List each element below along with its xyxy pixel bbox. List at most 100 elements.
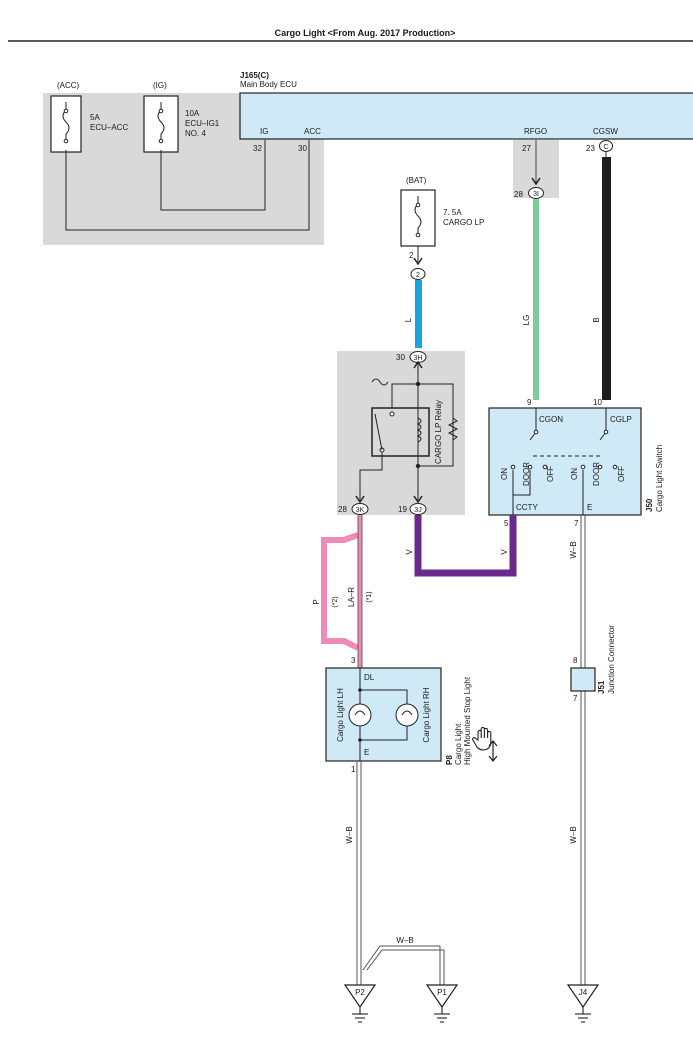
wire-wb1-label: W–B (345, 826, 354, 843)
wire-lg-label: LG (522, 315, 531, 326)
conn-3i-pin: 28 (514, 190, 523, 199)
wire-p-label: P (312, 599, 321, 604)
ground-p1-triangle (425, 984, 459, 1009)
switch-off2: OFF (617, 466, 626, 482)
fuse-bat-rating: 7. 5A (443, 208, 462, 217)
light-lh: Cargo Light LH (336, 688, 345, 742)
wire-p-note: (*2) (332, 596, 339, 607)
switch-ccty: CCTY (516, 503, 538, 512)
wire-lg (533, 199, 539, 400)
connector-3i-label: 3I (533, 191, 539, 198)
wire-b-label: B (592, 317, 601, 322)
ground-p1: P1 (437, 988, 447, 997)
wire-ig-to-ecu (160, 140, 266, 211)
light-e: E (364, 748, 369, 757)
switch-name: Cargo Light Switch (655, 445, 664, 512)
wire-lar-note: (*1) (366, 591, 373, 602)
switch-pin5: 5 (504, 519, 509, 528)
connector-3h-label: 3H (414, 355, 423, 362)
cargo-light-switch (488, 407, 642, 516)
connector-3j (409, 503, 427, 515)
ecu-code: J165(C) (240, 71, 269, 80)
switch-cglp: CGLP (610, 415, 632, 424)
wire-wb3-label: W–B (569, 541, 578, 558)
wire-b (602, 157, 611, 400)
ground-icon (434, 1007, 450, 1023)
relay-coil-icon (416, 417, 422, 443)
light-dl: DL (364, 673, 375, 682)
ecu-pin-ig-label: IG (260, 127, 268, 136)
fuse-acc-rating: 5A (90, 113, 100, 122)
fuse-bat-pin: 2 (409, 251, 414, 260)
relay-name: CARGO LP Relay (434, 400, 443, 464)
ecu-pin-ig-num: 32 (253, 144, 262, 153)
wire-l-label: L (404, 317, 413, 322)
connector-3j-label: 3J (414, 507, 421, 514)
ecu-name: Main Body ECU (240, 80, 297, 89)
switch-pin7: 7 (574, 519, 579, 528)
wire-acc-to-ecu (65, 140, 310, 231)
ground-j4: J4 (579, 988, 588, 997)
switch-pin10: 10 (593, 398, 602, 407)
fuse-bat-source: (BAT) (406, 176, 427, 185)
fuse-icon (62, 102, 70, 142)
ecu-connector-c-label: C (603, 144, 608, 151)
connector-3i (528, 187, 544, 199)
fuse-acc-name: ECU–ACC (90, 123, 128, 132)
resistor-icon (447, 417, 459, 441)
ground-icon (352, 1007, 368, 1023)
ecu-pin-cgsw-num: 23 (586, 144, 595, 153)
bulb-icon (348, 703, 372, 727)
switch-code: J50 (645, 498, 654, 512)
fuse-icon (414, 196, 422, 236)
switch-off1: OFF (546, 466, 555, 482)
fuse-acc-source: (ACC) (57, 81, 80, 90)
ground-p2: P2 (355, 988, 365, 997)
switch-e: E (587, 503, 592, 512)
junction-pin7: 7 (573, 694, 578, 703)
connector-3k (351, 503, 369, 515)
conn-3k-pin: 28 (338, 505, 347, 514)
connector-2 (410, 268, 426, 280)
fuse-ig-name2: NO. 4 (185, 129, 206, 138)
ground-j4-triangle (566, 984, 600, 1009)
junction-code: J51 (597, 680, 606, 694)
junction-name: Junction Connector (607, 625, 616, 694)
relay-icon (371, 378, 389, 386)
switch-on2: ON (570, 468, 579, 480)
conn-3h-pin: 30 (396, 353, 405, 362)
switch-pin9: 9 (527, 398, 532, 407)
main-body-ecu (239, 92, 693, 140)
wire-p (321, 532, 360, 651)
conn-3j-pin: 19 (398, 505, 407, 514)
fuse-ig-rating: 10A (185, 109, 200, 118)
wire-wb2-label: W–B (396, 936, 413, 945)
ecu-pin-cgsw-label: CGSW (593, 127, 618, 136)
wire-v (414, 515, 517, 577)
page-title: Cargo Light <From Aug. 2017 Production> (275, 28, 456, 38)
cargo-light-assembly (325, 667, 442, 762)
light-pin3: 3 (351, 656, 356, 665)
junction-connector (570, 667, 596, 692)
wire-v-label-left: V (405, 549, 414, 555)
hand-cursor-icon (472, 726, 498, 762)
bulb-icon (395, 703, 419, 727)
wire-lar-label: LA–R (347, 587, 356, 607)
fuse-ig-name1: ECU–IG1 (185, 119, 220, 128)
light-name1: Cargo Light (454, 723, 463, 765)
switch-cgon: CGON (539, 415, 563, 424)
cargo-lp-relay (371, 407, 430, 457)
wire-l (415, 280, 422, 348)
ecu-pin-acc-label: ACC (304, 127, 321, 136)
wire-wb4-label: W–B (569, 826, 578, 843)
light-rh: Cargo Light RH (422, 687, 431, 742)
ecu-pin-rfgo-label: RFGO (524, 127, 547, 136)
switch-on1: ON (500, 468, 509, 480)
ecu-pin-acc-num: 30 (298, 144, 307, 153)
light-name2: High Mounted Stop Light (463, 676, 472, 765)
fuse-ig-source: (IG) (153, 81, 167, 90)
ecu-connector-c (599, 140, 613, 152)
relay-shade (337, 351, 465, 515)
wire-v-label-right: V (500, 549, 509, 555)
